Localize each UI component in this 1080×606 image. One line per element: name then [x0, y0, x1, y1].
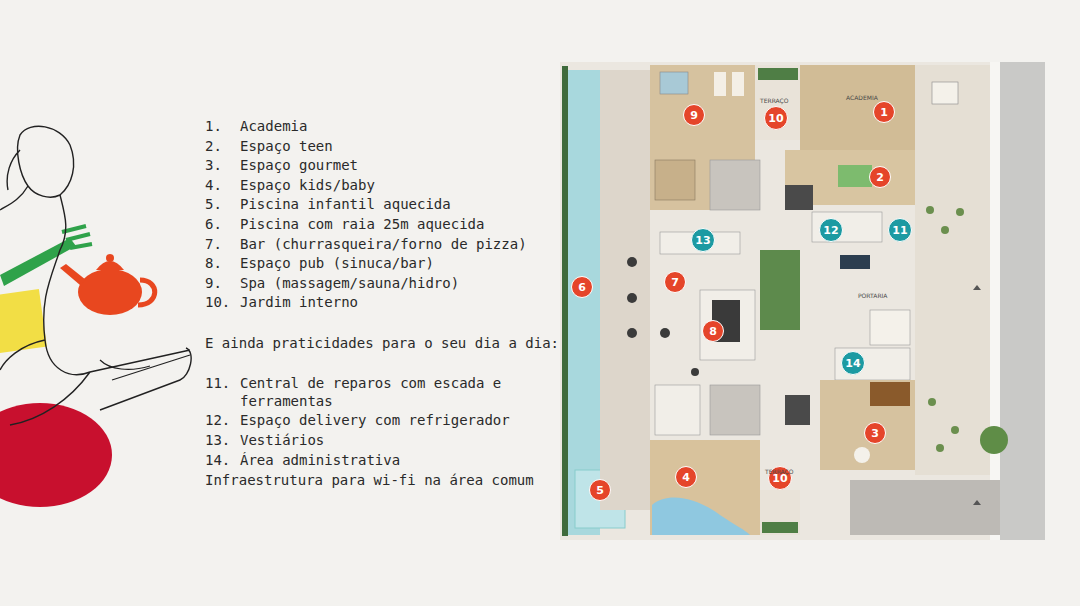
list-number: 11. — [205, 374, 230, 392]
callout-number: 6 — [578, 282, 586, 293]
list-text: Espaço delivery com refrigerador — [240, 411, 510, 429]
list-text: Spa (massagem/sauna/hidro) — [240, 274, 459, 292]
callout-number: 9 — [690, 110, 698, 121]
list-number: 9. — [205, 274, 222, 292]
callout-circle: 3 — [864, 422, 886, 444]
callout-circle: 7 — [664, 271, 686, 293]
list-text: Jardim interno — [240, 293, 358, 311]
callout-circle: 11 — [888, 218, 912, 242]
list-number: 2. — [205, 137, 222, 155]
list-number: 8. — [205, 254, 222, 272]
callout-circle: 8 — [702, 320, 724, 342]
list-text: Bar (churrasqueira/forno de pizza) — [240, 235, 527, 253]
callout-circle: 9 — [683, 104, 705, 126]
callout-number: 2 — [876, 172, 884, 183]
list-number: 7. — [205, 235, 222, 253]
callout-number: 8 — [709, 326, 717, 337]
list-text: Central de reparos com escada e ferramen… — [240, 374, 518, 410]
callout-circle: 5 — [589, 479, 611, 501]
list-number: 6. — [205, 215, 222, 233]
callout-number: 13 — [695, 235, 710, 246]
callout-number: 11 — [892, 225, 907, 236]
list-number: 1. — [205, 117, 222, 135]
callout-number: 5 — [596, 485, 604, 496]
list-text: Academia — [240, 117, 307, 135]
callout-circle: 13 — [691, 228, 715, 252]
list-number: 13. — [205, 431, 230, 449]
room-label: PORTARIA — [858, 292, 887, 299]
cook-illustration — [0, 126, 191, 507]
list-text: Espaço kids/baby — [240, 176, 375, 194]
callout-number: 10 — [768, 113, 783, 124]
list-text: Infraestrutura para wi-fi na área comum — [205, 471, 534, 489]
list-text: E ainda praticidades para o seu dia a di… — [205, 334, 559, 352]
list-text: Área administrativa — [240, 451, 400, 469]
list-number: 14. — [205, 451, 230, 469]
callout-number: 4 — [682, 472, 690, 483]
callout-circle: 10 — [764, 106, 788, 130]
list-number: 4. — [205, 176, 222, 194]
callout-number: 7 — [671, 277, 679, 288]
callout-number: 12 — [823, 225, 838, 236]
list-number: 12. — [205, 411, 230, 429]
callout-circle: 1 — [873, 101, 895, 123]
room-label: ACADEMIA — [846, 94, 878, 101]
list-text: Espaço gourmet — [240, 156, 358, 174]
list-text: Espaço pub (sinuca/bar) — [240, 254, 434, 272]
callout-circle: 6 — [571, 276, 593, 298]
room-label: TERRAÇO — [765, 468, 793, 475]
callout-circle: 2 — [869, 166, 891, 188]
list-text: Espaço teen — [240, 137, 333, 155]
callout-circle: 12 — [819, 218, 843, 242]
list-text: Vestiários — [240, 431, 324, 449]
list-text: Piscina infantil aquecida — [240, 195, 451, 213]
list-number: 3. — [205, 156, 222, 174]
room-label: TERRAÇO — [760, 97, 788, 104]
callout-circle: 14 — [841, 351, 865, 375]
street-markers — [973, 285, 981, 505]
callout-number: 3 — [871, 428, 879, 439]
list-number: 10. — [205, 293, 230, 311]
floor-plan — [560, 62, 1045, 540]
callout-number: 14 — [845, 358, 860, 369]
callout-number: 1 — [880, 107, 888, 118]
callout-circle: 4 — [675, 466, 697, 488]
list-number: 5. — [205, 195, 222, 213]
list-text: Piscina com raia 25m aquecida — [240, 215, 484, 233]
